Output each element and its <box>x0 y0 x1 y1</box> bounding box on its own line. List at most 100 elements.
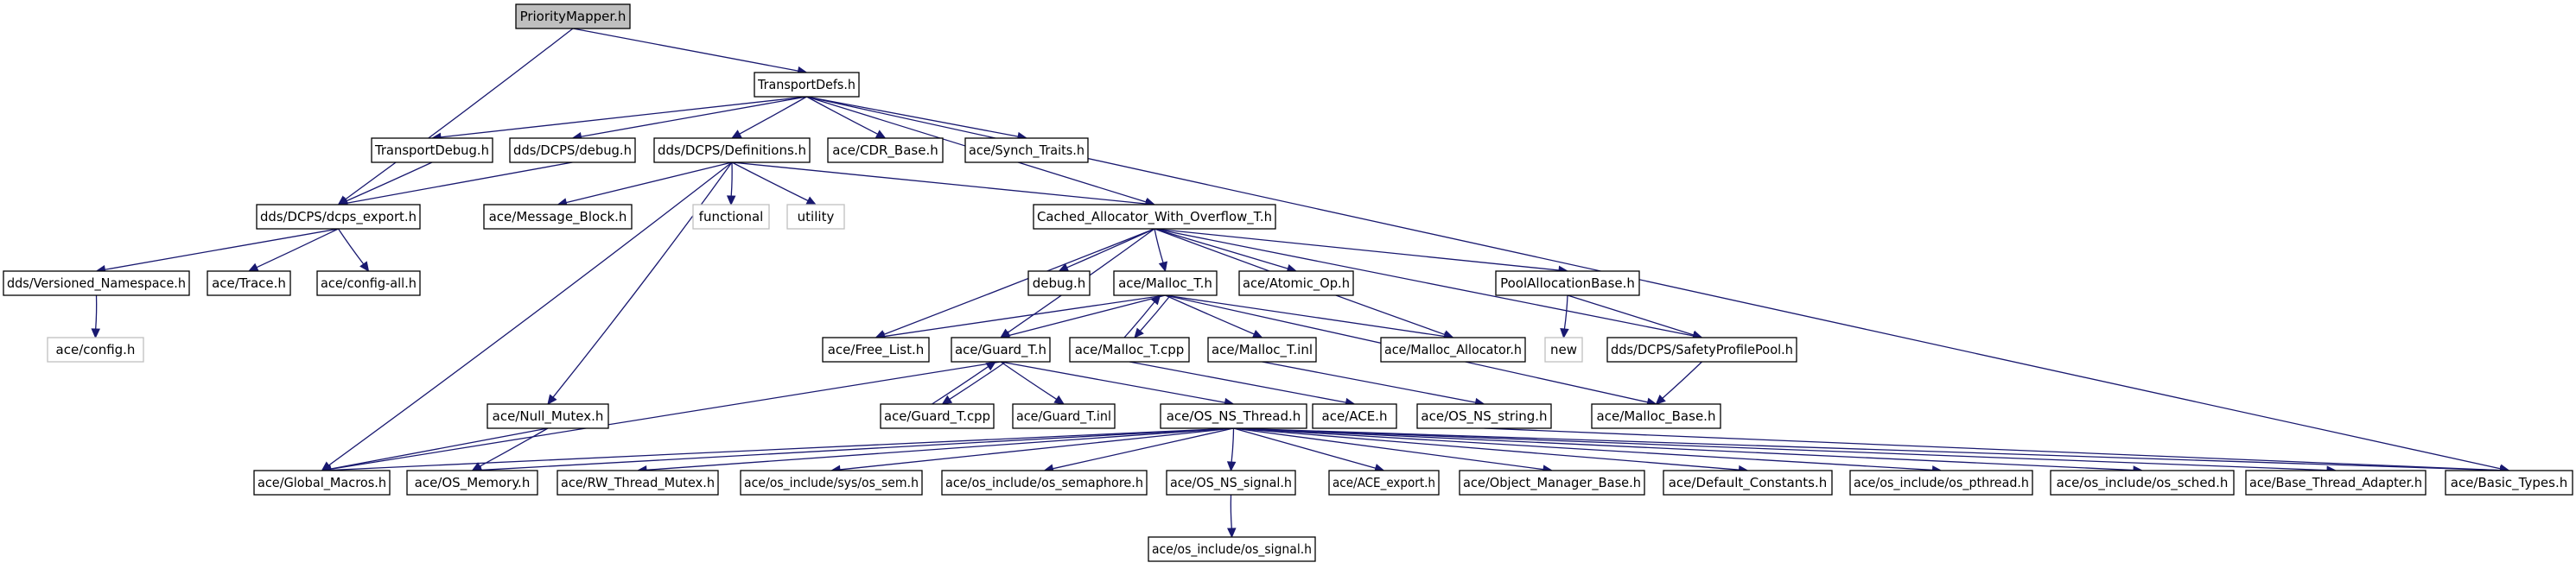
node-box <box>951 337 1051 363</box>
node-ace-config[interactable]: ace/config.h <box>47 337 144 363</box>
node-versioned-namespace[interactable]: dds/Versioned_Namespace.h <box>3 270 190 296</box>
node-new[interactable]: new <box>1544 337 1583 363</box>
node-box <box>483 204 633 230</box>
node-config-all[interactable]: ace/config-all.h <box>316 270 421 296</box>
node-basic-types[interactable]: ace/Basic_Types.h <box>2445 470 2573 496</box>
edge-cached-allocator-to-debug-h <box>1066 228 1155 269</box>
node-ace-export[interactable]: ace/ACE_export.h <box>1328 470 1440 496</box>
node-functional[interactable]: functional <box>692 204 770 230</box>
node-base-thread-adapter[interactable]: ace/Base_Thread_Adapter.h <box>2245 470 2427 496</box>
graph-nodes: PriorityMapper.hTransportDefs.hTransport… <box>3 3 2573 562</box>
node-global-macros[interactable]: ace/Global_Macros.h <box>253 470 391 496</box>
node-box <box>786 204 845 230</box>
edge-dcps-debug-to-dcps-export <box>347 161 573 204</box>
node-os-semaphore[interactable]: ace/os_include/os_semaphore.h <box>941 470 1148 496</box>
edge-dcps-definitions-to-utility <box>731 161 809 202</box>
edge-dcps-definitions-to-functional <box>730 161 733 197</box>
node-guard-t-h[interactable]: ace/Guard_T.h <box>951 337 1051 363</box>
edge-malloc-t-cpp-to-ace-h <box>1129 361 1346 403</box>
node-os-sched[interactable]: ace/os_include/os_sched.h <box>2050 470 2235 496</box>
node-object-manager-base[interactable]: ace/Object_Manager_Base.h <box>1459 470 1645 496</box>
node-utility[interactable]: utility <box>786 204 845 230</box>
node-box <box>509 137 636 163</box>
node-label: dds/Versioned_Namespace.h <box>7 275 186 292</box>
arrowhead-pool-allocation-base-to-new <box>1560 328 1569 339</box>
edge-os-ns-thread-to-rw-thread-mutex <box>646 427 1234 471</box>
node-box <box>1416 403 1552 429</box>
node-transport-debug[interactable]: TransportDebug.h <box>371 137 493 163</box>
node-cached-allocator[interactable]: Cached_Allocator_With_Overflow_T.h <box>1033 204 1276 230</box>
node-os-ns-string[interactable]: ace/OS_NS_string.h <box>1416 403 1552 429</box>
node-ace-trace[interactable]: ace/Trace.h <box>207 270 291 296</box>
node-guard-t-inl[interactable]: ace/Guard_T.inl <box>1012 403 1116 429</box>
node-os-sem[interactable]: ace/os_include/sys/os_sem.h <box>740 470 923 496</box>
node-dcps-definitions[interactable]: dds/DCPS/Definitions.h <box>653 137 811 163</box>
node-label: ace/Base_Thread_Adapter.h <box>2249 475 2422 491</box>
node-label: ace/Guard_T.cpp <box>884 408 990 425</box>
node-debug-h[interactable]: debug.h <box>1027 270 1091 296</box>
node-box <box>1113 270 1218 296</box>
node-synch-traits[interactable]: ace/Synch_Traits.h <box>964 137 1089 163</box>
edge-os-ns-string-to-basic-types <box>1484 427 2501 471</box>
edge-cached-allocator-to-malloc-t-h <box>1154 228 1164 263</box>
node-box <box>3 270 190 296</box>
node-box <box>557 470 719 496</box>
node-label: new <box>1550 342 1577 357</box>
node-box <box>1459 470 1645 496</box>
edge-transport-defs-to-synch-traits <box>806 96 1019 137</box>
edge-safety-profile-pool-to-malloc-base <box>1662 361 1702 399</box>
node-box <box>1663 470 1833 496</box>
edge-os-ns-thread-to-ace-export <box>1233 427 1377 469</box>
node-ace-h[interactable]: ace/ACE.h <box>1312 403 1397 429</box>
node-safety-profile-pool[interactable]: dds/DCPS/SafetyProfilePool.h <box>1606 337 1797 363</box>
node-label: ace/Guard_T.h <box>955 342 1046 358</box>
node-label: TransportDebug.h <box>374 142 489 158</box>
node-label: dds/DCPS/Definitions.h <box>658 142 806 158</box>
node-os-pthread[interactable]: ace/os_include/os_pthread.h <box>1849 470 2033 496</box>
edge-os-ns-thread-to-os-sched <box>1233 427 2134 471</box>
node-guard-t-cpp[interactable]: ace/Guard_T.cpp <box>880 403 995 429</box>
node-malloc-t-cpp[interactable]: ace/Malloc_T.cpp <box>1069 337 1190 363</box>
node-message-block[interactable]: ace/Message_Block.h <box>483 204 633 230</box>
node-priority-mapper[interactable]: PriorityMapper.h <box>515 3 631 29</box>
edge-dcps-definitions-to-global-macros <box>328 161 733 466</box>
node-null-mutex[interactable]: ace/Null_Mutex.h <box>487 403 609 429</box>
node-dcps-debug[interactable]: dds/DCPS/debug.h <box>509 137 636 163</box>
node-label: Cached_Allocator_With_Overflow_T.h <box>1037 209 1272 225</box>
node-rw-thread-mutex[interactable]: ace/RW_Thread_Mutex.h <box>557 470 719 496</box>
node-free-list[interactable]: ace/Free_List.h <box>822 337 930 363</box>
node-malloc-allocator[interactable]: ace/Malloc_Allocator.h <box>1380 337 1526 363</box>
node-os-ns-thread[interactable]: ace/OS_NS_Thread.h <box>1160 403 1307 429</box>
edge-os-ns-thread-to-default-constants <box>1233 427 1740 471</box>
edge-cached-allocator-to-free-list <box>883 228 1155 335</box>
node-default-constants[interactable]: ace/Default_Constants.h <box>1663 470 1833 496</box>
node-label: ace/Basic_Types.h <box>2451 475 2567 491</box>
node-box <box>827 137 944 163</box>
node-transport-defs[interactable]: TransportDefs.h <box>754 72 860 98</box>
node-label: ace/os_include/sys/os_sem.h <box>744 475 919 491</box>
node-atomic-op[interactable]: ace/Atomic_Op.h <box>1238 270 1354 296</box>
node-box <box>754 72 860 98</box>
node-box <box>1160 403 1307 429</box>
node-box <box>256 204 421 230</box>
node-pool-allocation-base[interactable]: PoolAllocationBase.h <box>1495 270 1640 296</box>
arrowhead-cached-allocator-to-malloc-t-h <box>1158 261 1168 273</box>
node-label: ace/ACE.h <box>1322 408 1388 424</box>
node-box <box>880 403 995 429</box>
edge-malloc-t-h-to-malloc-t-cpp <box>1139 294 1172 332</box>
node-box <box>1312 403 1397 429</box>
edge-dcps-definitions-to-null-mutex <box>552 161 733 398</box>
node-dcps-export[interactable]: dds/DCPS/dcps_export.h <box>256 204 421 230</box>
node-malloc-base[interactable]: ace/Malloc_Base.h <box>1591 403 1721 429</box>
node-os-signal[interactable]: ace/os_include/os_signal.h <box>1148 536 1316 562</box>
node-os-ns-signal[interactable]: ace/OS_NS_signal.h <box>1166 470 1296 496</box>
node-box <box>941 470 1148 496</box>
node-os-memory[interactable]: ace/OS_Memory.h <box>406 470 538 496</box>
node-label: ace/Global_Macros.h <box>258 475 386 491</box>
edge-transport-debug-to-dcps-export <box>346 161 433 202</box>
node-malloc-t-h[interactable]: ace/Malloc_T.h <box>1113 270 1218 296</box>
arrowhead-dcps-definitions-to-utility <box>805 196 817 205</box>
edge-guard-t-h-to-guard-t-inl <box>1000 361 1058 400</box>
node-malloc-t-inl[interactable]: ace/Malloc_T.inl <box>1207 337 1317 363</box>
node-cdr-base[interactable]: ace/CDR_Base.h <box>827 137 944 163</box>
